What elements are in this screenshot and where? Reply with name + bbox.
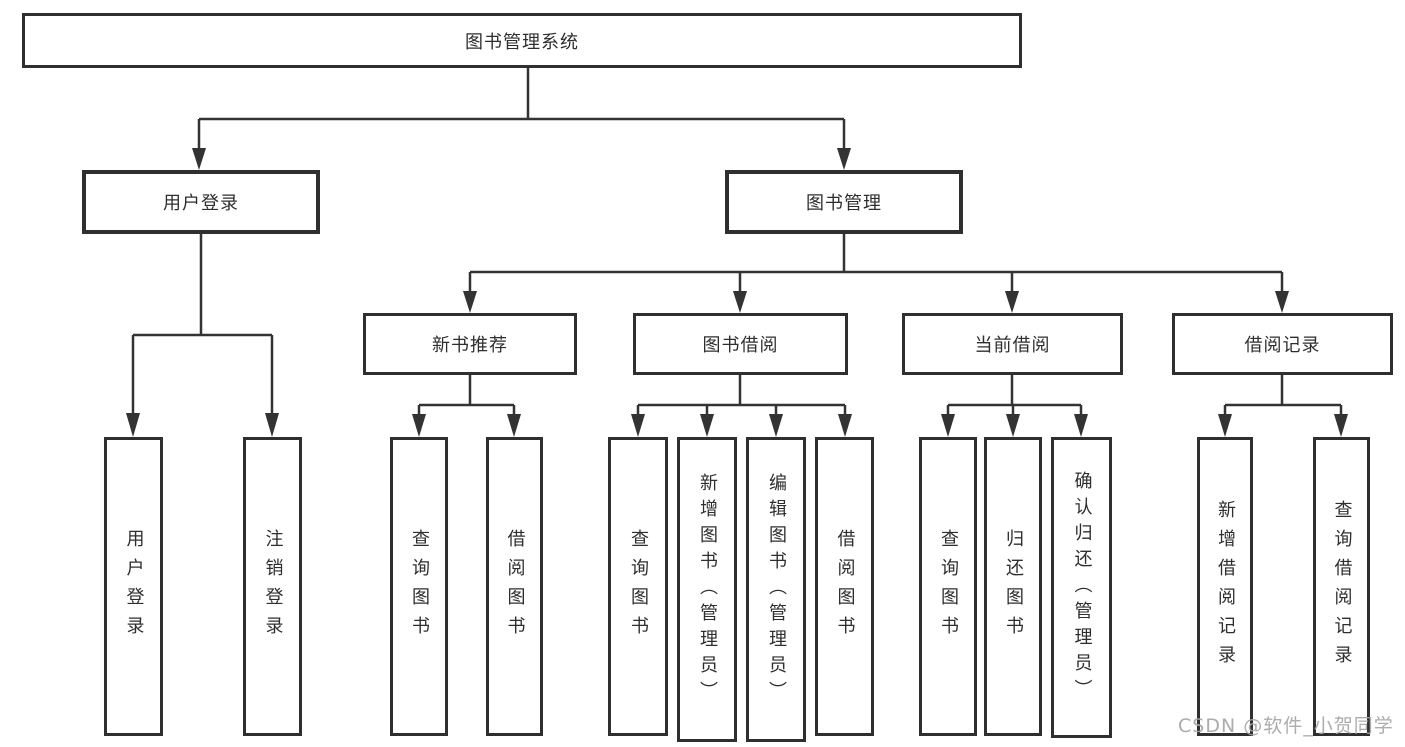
leaf-label: 确认归还（管理员） xyxy=(1071,470,1093,705)
leaf-borrow-books-recommend: 借阅图书 xyxy=(486,437,543,736)
leaf-label: 新增借阅记录 xyxy=(1215,499,1236,674)
node-label: 借阅记录 xyxy=(1244,335,1321,356)
leaf-edit-book-admin: 编辑图书（管理员） xyxy=(746,437,806,742)
node-book-borrowing: 图书借阅 xyxy=(633,313,848,375)
leaf-label: 用户登录 xyxy=(123,528,145,645)
leaf-label: 编辑图书（管理员） xyxy=(766,472,787,707)
node-library-management-system: 图书管理系统 xyxy=(22,13,1022,68)
node-current-borrowing: 当前借阅 xyxy=(902,313,1123,375)
leaf-label: 归还图书 xyxy=(1003,528,1024,645)
leaf-label: 查询图书 xyxy=(938,528,959,645)
node-label: 当前借阅 xyxy=(974,335,1051,356)
watermark: CSDN @软件_小贺同学 xyxy=(1178,715,1394,737)
node-book-management: 图书管理 xyxy=(725,170,963,234)
leaf-query-books-recommend: 查询图书 xyxy=(390,437,448,736)
leaf-logout: 注销登录 xyxy=(243,437,302,736)
leaf-query-borrow-record: 查询借阅记录 xyxy=(1313,437,1370,736)
leaf-label: 查询借阅记录 xyxy=(1331,499,1353,674)
node-label: 新书推荐 xyxy=(432,335,508,356)
leaf-label: 借阅图书 xyxy=(834,528,856,645)
leaf-confirm-return-admin: 确认归还（管理员） xyxy=(1051,437,1112,738)
node-label: 图书管理系统 xyxy=(465,31,579,53)
node-label: 图书借阅 xyxy=(702,335,779,356)
leaf-borrow-books-borrowing: 借阅图书 xyxy=(815,437,874,736)
leaf-label: 借阅图书 xyxy=(504,528,526,645)
node-label: 用户登录 xyxy=(163,193,239,214)
leaf-add-borrow-record: 新增借阅记录 xyxy=(1197,437,1253,736)
node-borrowing-records: 借阅记录 xyxy=(1172,313,1393,375)
node-new-book-recommendation: 新书推荐 xyxy=(363,313,577,375)
node-label: 图书管理 xyxy=(806,193,882,214)
leaf-query-books-borrowing: 查询图书 xyxy=(608,437,668,736)
leaf-label: 查询图书 xyxy=(628,528,649,645)
leaf-label: 注销登录 xyxy=(262,528,284,645)
leaf-user-login: 用户登录 xyxy=(104,437,163,736)
leaf-label: 查询图书 xyxy=(409,528,430,645)
leaf-label: 新增图书（管理员） xyxy=(697,472,718,707)
leaf-return-book: 归还图书 xyxy=(984,437,1042,736)
node-user-login: 用户登录 xyxy=(82,170,320,234)
leaf-add-book-admin: 新增图书（管理员） xyxy=(677,437,737,742)
leaf-query-books-current: 查询图书 xyxy=(919,437,977,736)
